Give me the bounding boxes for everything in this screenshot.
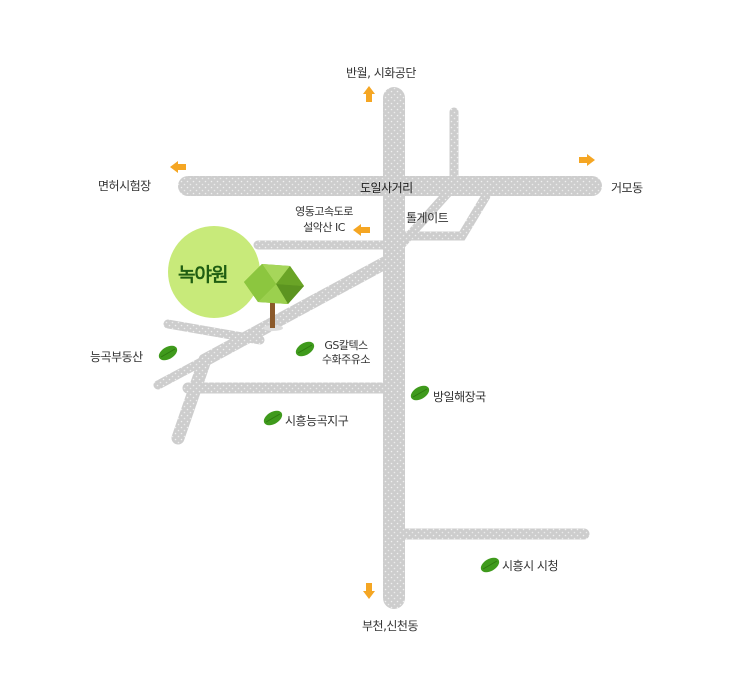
north-arrow-icon [363,86,375,102]
place-name: 녹야원 [178,264,228,286]
east-arrow-icon [579,154,595,166]
landmark-label: 시흥시 시청 [502,559,559,573]
ramp-road [395,181,459,251]
landmark-label-line1: GS칼텍스 [324,339,368,352]
leaf-icon [158,345,178,361]
west-arrow-icon [170,161,186,173]
south-arrow-icon [363,583,375,599]
leaf-icon [263,410,283,426]
tree-icon [244,264,304,331]
expressway-arrow-icon [353,224,370,236]
local-road-diagonal [153,355,210,390]
roads [153,87,602,609]
leaf-icons [158,341,500,573]
leaf-icon [295,341,315,357]
expressway-label-line2: 설악산 IC [303,221,345,234]
landmark-label-line2: 수화주유소 [321,353,371,366]
west-direction-label: 면허시험장 [98,179,151,193]
landmark-label: 시흥능곡지구 [285,414,349,428]
south-direction-label: 부천,신천동 [362,619,419,633]
intersection-label: 도일사거리 [360,181,413,195]
landmark-label: GS칼텍스 수화주유소 [316,339,376,367]
expressway-label: 영동고속도로 설악산 IC [280,205,368,235]
direction-arrows [170,86,595,599]
local-road-crossing [163,319,265,345]
tollgate-loop [395,191,491,241]
tollgate-label: 톨게이트 [406,211,449,225]
place-circle [168,226,260,318]
north-direction-label: 반월, 시화공단 [346,66,416,80]
east-direction-label: 거모동 [611,181,643,195]
leaf-icon [410,385,430,401]
landmark-label: 능곡부동산 [90,350,143,364]
leaf-icon [480,557,500,573]
landmark-label: 방일해장국 [433,390,486,404]
expressway-label-line1: 영동고속도로 [295,205,353,218]
